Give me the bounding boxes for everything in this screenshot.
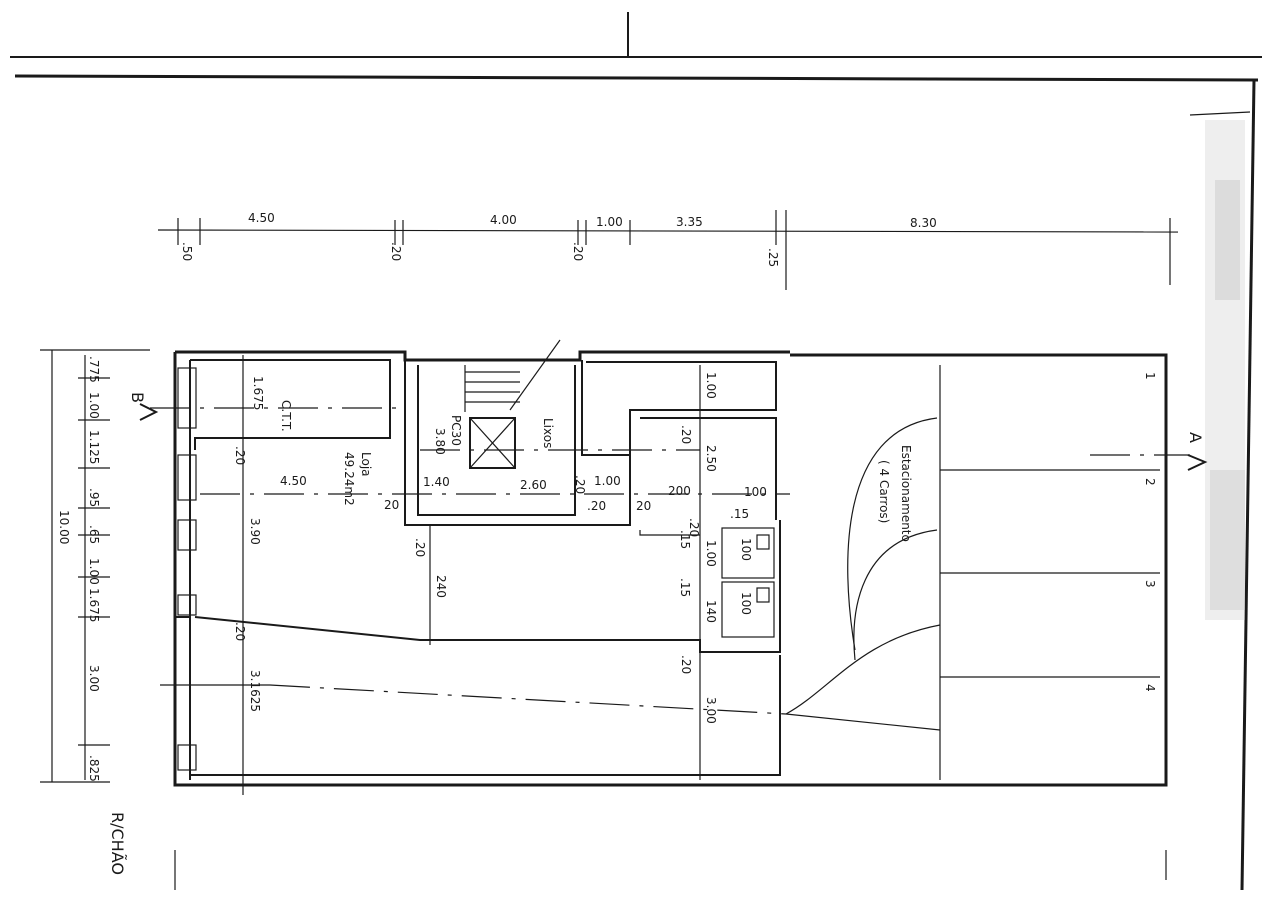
trash-room-label: Lixos xyxy=(541,418,555,448)
shop-area: 49.24m2 xyxy=(342,452,356,506)
sheet-border xyxy=(10,12,1262,891)
top-wall-2: .20 xyxy=(389,242,403,261)
in-dim-15c: .15 xyxy=(730,507,749,521)
top-wall-4: .25 xyxy=(766,248,780,267)
in-dim-140a: 1.40 xyxy=(423,475,450,489)
parking-label: Estacionamento xyxy=(899,445,913,542)
in-dim-100f: 100 xyxy=(739,592,753,615)
in-dim-100d: 1.00 xyxy=(704,540,718,567)
parking-space-4: 4 xyxy=(1143,684,1157,692)
in-dim-380: 3.80 xyxy=(433,428,447,455)
in-dim-20e: 20 xyxy=(384,498,399,512)
in-dim-100b: 100 xyxy=(744,485,767,499)
left-dim-7: 1.675 xyxy=(87,588,101,622)
in-dim-260: 2.60 xyxy=(520,478,547,492)
in-dim-20i: 20 xyxy=(636,499,651,513)
in-dim-3625: 3.1625 xyxy=(248,670,262,712)
section-marker-a-label: A xyxy=(1186,432,1205,443)
left-dim-5: .65 xyxy=(87,525,101,544)
in-dim-390: 3.90 xyxy=(248,518,262,545)
in-dim-240: 240 xyxy=(434,575,448,598)
shop-label: Loja xyxy=(359,452,373,477)
top-dim-3: 1.00 xyxy=(596,215,623,229)
top-dim-1: 4.50 xyxy=(248,211,275,225)
top-wall-3: .20 xyxy=(571,242,585,261)
top-dimension-chain: 4.50 4.00 1.00 3.35 8.30 .50 .20 .20 .25 xyxy=(157,210,1179,290)
parking-space-2: 2 xyxy=(1143,478,1157,486)
in-dim-100a: 1.00 xyxy=(594,474,621,488)
in-dim-1675: 1.675 xyxy=(251,376,265,410)
top-dim-4: 3.35 xyxy=(676,215,703,229)
section-lines xyxy=(150,355,1190,795)
left-dim-1: .775 xyxy=(87,356,101,383)
in-dim-20h: .20 xyxy=(687,518,701,537)
left-total: 10.00 xyxy=(57,510,71,544)
in-dim-450: 4.50 xyxy=(280,474,307,488)
scan-noise xyxy=(1205,120,1245,620)
left-dim-2: 1.00 xyxy=(87,392,101,419)
in-dim-20j: .20 xyxy=(573,475,587,494)
ctt-label: C.T.T. xyxy=(279,400,293,432)
in-dim-300: 3.00 xyxy=(704,697,718,724)
parking-capacity: ( 4 Carros) xyxy=(877,460,891,523)
section-marker-b: B xyxy=(128,392,159,421)
elevator-label: PC30 xyxy=(449,415,463,446)
top-dim-5: 8.30 xyxy=(910,216,937,230)
in-dim-100c: 1.00 xyxy=(704,372,718,399)
left-dim-8: 3.00 xyxy=(87,665,101,692)
section-marker-a: A xyxy=(1186,432,1208,471)
in-dim-20b: .20 xyxy=(233,622,247,641)
in-dim-140b: 140 xyxy=(704,600,718,623)
left-dim-9: .825 xyxy=(87,755,101,782)
interior-dimensions: 1.675 4.50 3.90 3.1625 3.80 1.40 2.60 1.… xyxy=(233,372,767,724)
in-dim-15b: .15 xyxy=(678,578,692,597)
room-labels: Loja 49.24m2 C.T.T. Lixos PC30 Estaciona… xyxy=(279,372,1157,692)
parking-space-3: 3 xyxy=(1143,580,1157,588)
in-dim-20a: .20 xyxy=(233,446,247,465)
left-dim-4: .95 xyxy=(87,488,101,507)
left-dimension-chain: 10.00 .775 1.00 1.125 .95 .65 1.00 1.675… xyxy=(40,349,150,783)
left-dim-3: 1.125 xyxy=(87,430,101,464)
in-dim-20d: .20 xyxy=(679,425,693,444)
in-dim-20g: .20 xyxy=(679,655,693,674)
building-walls xyxy=(173,339,1168,787)
left-dim-6: 1.00 xyxy=(87,558,101,585)
parking-space-1: 1 xyxy=(1143,372,1157,380)
in-dim-20f: .20 xyxy=(587,499,606,513)
section-marker-b-label: B xyxy=(128,392,147,403)
in-dim-250: 2.50 xyxy=(704,445,718,472)
in-dim-15a: .15 xyxy=(678,530,692,549)
in-dim-20c: .20 xyxy=(413,538,427,557)
in-dim-200: 200 xyxy=(668,484,691,498)
top-wall-1: .50 xyxy=(180,242,194,261)
in-dim-100e: 100 xyxy=(739,538,753,561)
top-dim-2: 4.00 xyxy=(490,213,517,227)
floor-label: R/CHÃO xyxy=(108,812,127,875)
